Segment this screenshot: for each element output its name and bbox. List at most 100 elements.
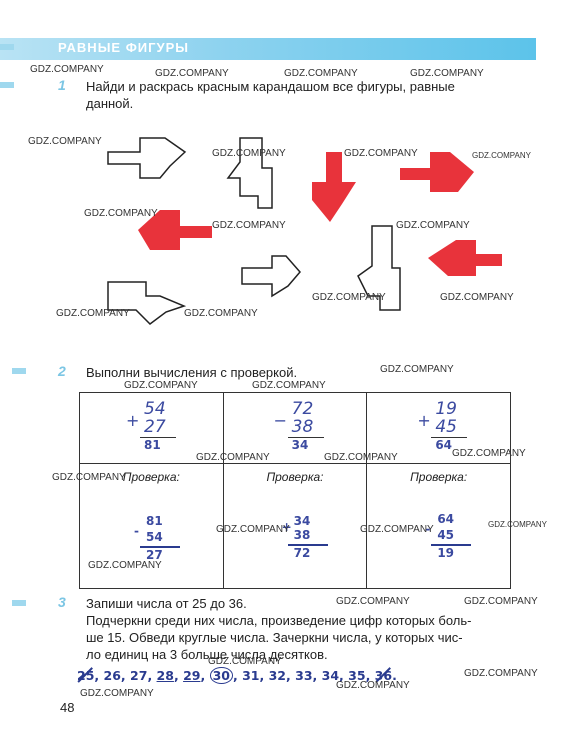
sum-line (431, 437, 468, 438)
task-text: Выполни вычисления с проверкой. (86, 365, 298, 380)
number-item: 27 (130, 668, 148, 683)
task-text: ше 15. Обведи круглые числа. Зачеркни чи… (86, 630, 463, 645)
check-cell: Проверка: + 34 38 72 (222, 463, 368, 589)
operator: + (126, 411, 140, 430)
addend: 27 (144, 417, 166, 437)
number-item: 32 (268, 668, 287, 683)
watermark: GDZ.COMPANY (360, 524, 434, 535)
red-figure (312, 152, 356, 222)
check-result: 72 (293, 546, 311, 560)
subtrahend: 38 (291, 417, 314, 437)
section-header-band (0, 38, 536, 60)
number-item: 33 (295, 668, 313, 683)
minuend: 72 (291, 399, 314, 419)
check-result: 27 (146, 548, 163, 562)
margin-marker (12, 368, 26, 374)
watermark: GDZ.COMPANY (440, 292, 514, 303)
watermark: GDZ.COMPANY (212, 220, 286, 231)
watermark: GDZ.COMPANY (88, 560, 162, 571)
section-title: РАВНЫЕ ФИГУРЫ (58, 40, 189, 55)
watermark: GDZ.COMPANY (380, 364, 454, 375)
watermark: GDZ.COMPANY (184, 308, 258, 319)
task-text: ло единиц на 3 больше числа десятков. (86, 647, 328, 662)
watermark: GDZ.COMPANY (396, 220, 470, 231)
watermark: GDZ.COMPANY (196, 452, 270, 463)
calculation-table: + 54 27 81 − 72 38 34 + 19 45 64 (79, 392, 511, 589)
watermark: GDZ.COMPANY (52, 472, 126, 483)
watermark: GDZ.COMPANY (324, 452, 398, 463)
check-top: 64 (437, 512, 455, 526)
check-bottom: 38 (293, 528, 311, 542)
watermark: GDZ.COMPANY (212, 148, 286, 159)
number-item: 26 (103, 668, 121, 683)
check-top: 81 (146, 514, 163, 528)
operator: - (425, 522, 431, 536)
check-line (140, 546, 180, 548)
watermark: GDZ.COMPANY (464, 596, 538, 607)
task-text: Подчеркни среди них числа, произведение … (86, 613, 472, 628)
watermark: GDZ.COMPANY (84, 208, 158, 219)
task-number: 2 (58, 363, 66, 379)
watermark: GDZ.COMPANY (452, 448, 526, 459)
margin-marker (0, 82, 14, 88)
addend: 54 (144, 399, 166, 419)
watermark: GDZ.COMPANY (252, 380, 326, 391)
watermark: GDZ.COMPANY (56, 308, 130, 319)
task-text: Запиши числа от 25 до 36. (86, 596, 247, 611)
number-item: 31 (242, 668, 260, 683)
result: 64 (435, 438, 453, 452)
page-number: 48 (60, 700, 75, 715)
watermark: GDZ.COMPANY (464, 668, 538, 679)
answer-numbers: 25, 26, 27, 28, 29, 30, 31, 32, 33, 34, … (77, 667, 397, 684)
check-cell: Проверка: - 81 54 27 (79, 463, 224, 589)
check-label: Проверка: (410, 470, 468, 484)
number-item: 29 (183, 668, 201, 683)
calc-cell: + 54 27 81 (79, 392, 224, 464)
watermark: GDZ.COMPANY (80, 688, 154, 699)
check-bottom: 54 (146, 530, 163, 544)
watermark: GDZ.COMPANY (410, 68, 484, 79)
watermark: GDZ.COMPANY (284, 68, 358, 79)
check-line (431, 544, 472, 546)
watermark: GDZ.COMPANY (312, 292, 386, 303)
margin-marker (0, 44, 14, 50)
number-item: 35 (348, 668, 366, 683)
addend: 45 (435, 417, 457, 437)
check-result: 19 (437, 546, 455, 560)
watermark: GDZ.COMPANY (216, 524, 290, 535)
watermark: GDZ.COMPANY (155, 68, 229, 79)
red-figure (400, 152, 474, 192)
watermark: GDZ.COMPANY (30, 64, 104, 75)
watermark: GDZ.COMPANY (336, 680, 410, 691)
sum-line (287, 437, 324, 438)
watermark: GDZ.COMPANY (124, 380, 198, 391)
result: 34 (291, 438, 309, 452)
watermark: GDZ.COMPANY (208, 656, 282, 667)
number-item: 25 (77, 668, 95, 683)
task-number: 1 (58, 77, 66, 93)
task-text: данной. (86, 96, 134, 111)
task-text: Найди и раскрась красным карандашом все … (86, 79, 455, 94)
watermark: GDZ.COMPANY (336, 596, 410, 607)
watermark: GDZ.COMPANY (472, 151, 531, 160)
operator: + (281, 520, 292, 534)
operator: − (273, 411, 288, 430)
given-figure (107, 137, 187, 179)
watermark: GDZ.COMPANY (488, 520, 547, 529)
check-label: Проверка: (266, 470, 324, 484)
figure-outline (241, 255, 301, 298)
number-item: 34 (321, 668, 340, 683)
number-item: 30 (209, 667, 233, 684)
check-line (287, 544, 328, 546)
red-figure (138, 210, 212, 250)
watermark: GDZ.COMPANY (28, 136, 102, 147)
margin-marker (12, 600, 26, 606)
task-number: 3 (58, 594, 66, 610)
number-item: 28 (156, 668, 174, 683)
sum-line (140, 437, 176, 438)
number-item: 36 (374, 668, 393, 683)
operator: + (417, 411, 431, 430)
watermark: GDZ.COMPANY (344, 148, 418, 159)
check-top: 34 (293, 514, 311, 528)
